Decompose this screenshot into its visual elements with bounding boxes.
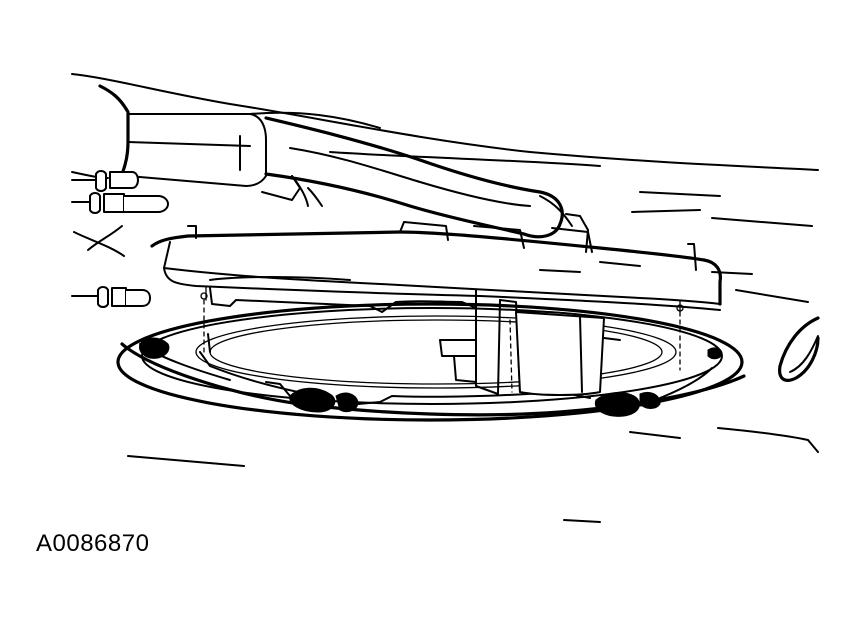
fuel-hose-assembly (98, 84, 589, 253)
fuel-pump-body (439, 289, 621, 396)
pump-module-flange (150, 221, 722, 313)
alignment-guide-lines (200, 285, 684, 393)
electrical-connectors (71, 170, 169, 308)
lock-ring-tabs (139, 337, 723, 417)
figure-id-label: A0086870 (36, 530, 150, 557)
tank-opening-ring (116, 302, 746, 422)
vehicle-underbody-lines (71, 73, 819, 523)
tank-edge-curve (778, 316, 820, 382)
